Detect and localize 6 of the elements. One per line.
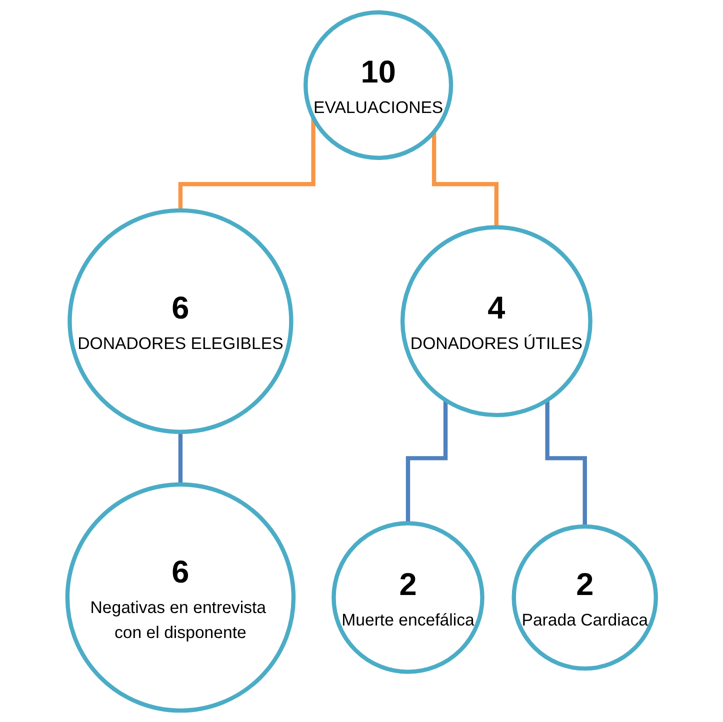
node-circle: 6 Negativas en entrevista con el disponente xyxy=(65,482,296,712)
node-circle: 2 Parada Cardiaca xyxy=(512,524,658,670)
node-circle: 4 DONADORES ÚTILES xyxy=(400,224,592,417)
node-circle: 2 Muerte encefálica xyxy=(331,520,484,674)
node-circle: 10 EVALUACIONES xyxy=(303,10,453,160)
node-circle: 6 DONADORES ELEGIBLES xyxy=(67,208,294,434)
